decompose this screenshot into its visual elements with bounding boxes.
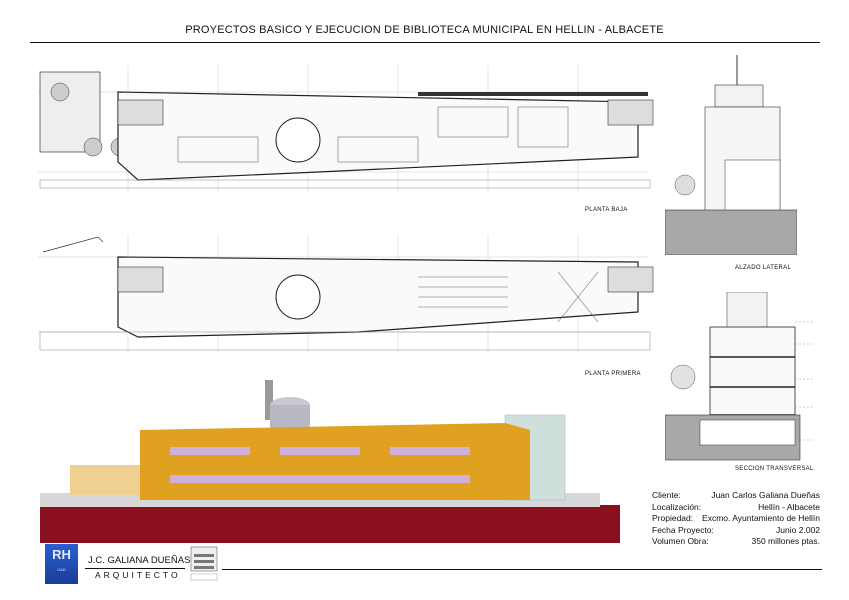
info-row-client: Cliente: Juan Carlos Galiana Dueñas xyxy=(652,490,820,502)
side-elevation-label: ALZADO LATERAL xyxy=(735,265,792,271)
cross-section-label: SECCION TRANSVERSAL xyxy=(735,466,814,472)
info-label: Fecha Proyecto: xyxy=(652,524,714,535)
logo-subtext: CAD xyxy=(57,567,66,572)
info-label: Volumen Obra: xyxy=(652,536,709,546)
facade-render xyxy=(40,380,620,543)
info-row-budget: Volumen Obra: 350 millones ptas. xyxy=(652,536,820,548)
info-value: Juan Carlos Galiana Dueñas xyxy=(711,490,820,500)
title-rule xyxy=(30,42,820,43)
logo-text: RH xyxy=(52,547,71,562)
info-row-date: Fecha Proyecto: Junio 2.002 xyxy=(652,525,820,537)
info-label: Propiedad: xyxy=(652,513,694,523)
city-seal-icon xyxy=(190,546,218,581)
architect-name: J.C. GALIANA DUEÑAS xyxy=(88,555,191,566)
architect-role: ARQUITECTO xyxy=(95,570,181,580)
footer-rule xyxy=(222,569,822,570)
first-floor-label: PLANTA PRIMERA xyxy=(585,371,641,377)
ground-floor-plan xyxy=(38,65,654,192)
info-value: Junio 2.002 xyxy=(776,524,820,535)
info-value: Excmo. Ayuntamiento de Hellín xyxy=(702,513,820,523)
project-info: Cliente: Juan Carlos Galiana Dueñas Local… xyxy=(652,490,820,548)
info-value: 350 millones ptas. xyxy=(751,536,820,546)
info-value: Hellín - Albacete xyxy=(758,501,820,512)
ground-floor-label: PLANTA BAJA xyxy=(585,207,628,213)
info-label: Cliente: xyxy=(652,490,681,500)
side-elevation xyxy=(665,55,797,255)
sheet-title: PROYECTOS BASICO Y EJECUCION DE BIBLIOTE… xyxy=(185,24,664,36)
rh-logo: RH CAD xyxy=(45,544,78,584)
info-row-location: Localización: Hellín - Albacete xyxy=(652,502,820,514)
cross-section xyxy=(665,292,813,461)
name-rule xyxy=(85,568,185,569)
info-label: Localización: xyxy=(652,501,702,512)
first-floor-plan xyxy=(38,235,654,352)
info-row-owner: Propiedad: Excmo. Ayuntamiento de Hellín xyxy=(652,513,820,525)
